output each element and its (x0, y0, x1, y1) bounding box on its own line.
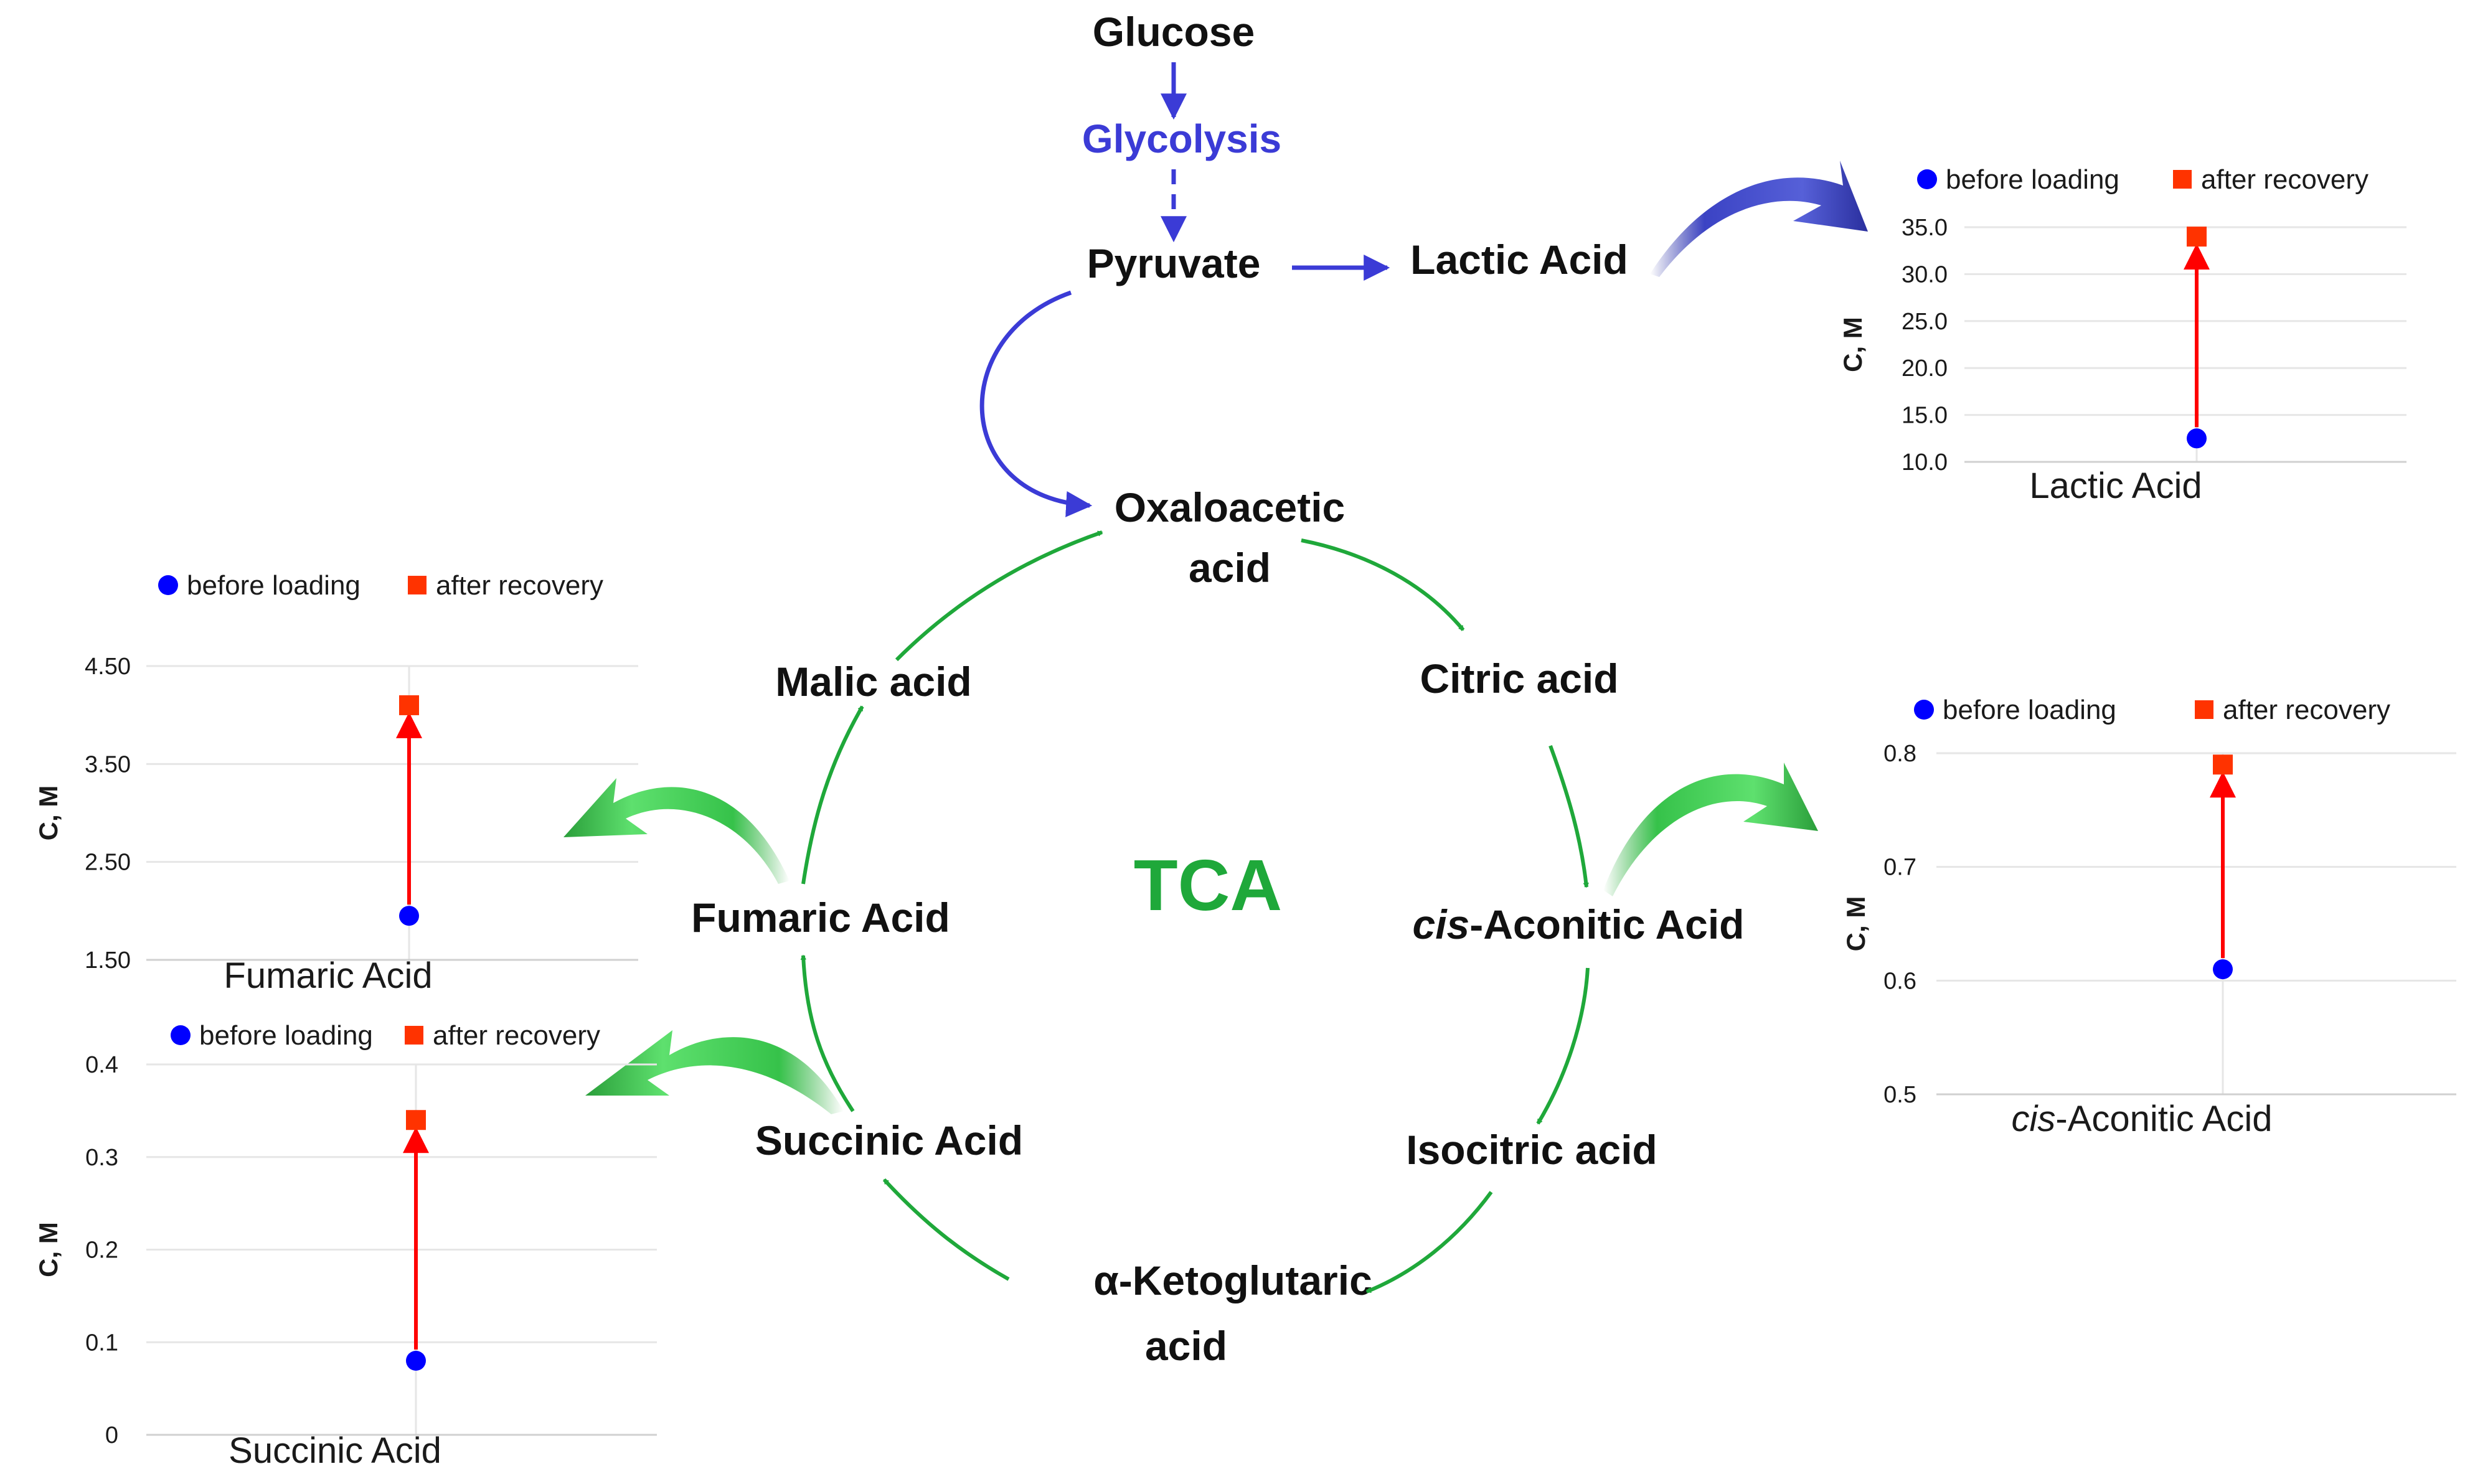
glucose-label: Glucose (1093, 9, 1255, 55)
lactic-chart-pointer-arrow (1650, 161, 1868, 277)
y-tick-label: 20.0 (1902, 355, 1948, 382)
fumaric-acid-label: Fumaric Acid (691, 895, 950, 941)
legend-before-marker (1914, 700, 1934, 720)
y-tick-label: 10.0 (1902, 449, 1948, 476)
before-loading-point (2213, 959, 2233, 980)
after-recovery-point (399, 695, 419, 715)
before-loading-point (406, 1351, 426, 1371)
legend-after-marker (2195, 700, 2213, 719)
before-loading-point (2187, 428, 2207, 449)
after-recovery-point (2213, 754, 2233, 775)
y-tick-label: 0.6 (1883, 968, 1916, 994)
y-axis-label: C, M (34, 1222, 63, 1277)
y-tick-label: 35.0 (1902, 215, 1948, 241)
legend-before-label: before loading (1946, 164, 2119, 195)
y-tick-label: 0.3 (85, 1145, 118, 1171)
legend-before-label: before loading (1943, 695, 2116, 725)
y-tick-label: 2.50 (85, 850, 131, 876)
y-tick-label: 4.50 (85, 654, 131, 680)
y-tick-label: 0.1 (85, 1330, 118, 1356)
y-tick-label: 30.0 (1902, 261, 1948, 288)
legend-after-label: after recovery (433, 1020, 600, 1051)
ketoglutaric-label-line1: α-Ketoglutaric (1093, 1257, 1372, 1303)
cis-aconitic-chart-pointer-arrow (1603, 763, 1818, 896)
legend-before-marker (171, 1025, 191, 1045)
y-tick-label: 15.0 (1902, 403, 1948, 429)
succinic-to-fumaric-arrow (800, 954, 855, 1112)
y-axis-label: C, M (1838, 317, 1867, 372)
legend-after-label: after recovery (2223, 695, 2390, 725)
legend-after-label: after recovery (2201, 164, 2369, 195)
oxaloacetic-to-citric-arrow (1301, 538, 1465, 631)
x-axis-label: Lactic Acid (2029, 466, 2202, 506)
after-recovery-point (2187, 227, 2207, 247)
x-axis-label-prefix: cis (2011, 1099, 2055, 1139)
legend-before-marker (1917, 169, 1937, 189)
legend-before-label: before loading (187, 570, 361, 601)
oxaloacetic-label-line2: acid (1189, 545, 1271, 591)
legend-after-label: after recovery (436, 570, 603, 601)
succinic-chart-pointer-arrow (585, 1030, 844, 1114)
fumaric-chart-pointer-arrow (563, 778, 790, 884)
x-axis-label: Succinic Acid (229, 1430, 441, 1471)
tca-label: TCA (1134, 845, 1282, 926)
cis-aconitic-label: cis-Aconitic Acid (1413, 901, 1745, 947)
legend-before-marker (158, 575, 178, 595)
y-axis-label: C, M (1841, 896, 1870, 952)
pyruvate-label: Pyruvate (1087, 240, 1261, 286)
legend-after-marker (405, 1026, 423, 1045)
oxaloacetic-label-line1: Oxaloacetic (1115, 484, 1346, 530)
malic-acid-label: Malic acid (775, 659, 971, 705)
legend-after-marker (408, 576, 427, 594)
cis-aconitic-to-isocitric-arrow (1536, 967, 1590, 1125)
lactic-acid-label: Lactic Acid (1410, 237, 1628, 283)
succinic-acid-label: Succinic Acid (755, 1117, 1023, 1163)
isocitric-acid-label: Isocitric acid (1406, 1127, 1657, 1173)
y-tick-label: 3.50 (85, 751, 131, 777)
succinic-acid-chart: 0 0.1 0.2 0.3 0.4 C, M Succinic Acid before loa… (34, 1020, 657, 1471)
y-tick-label: 0 (105, 1422, 118, 1449)
y-tick-label: 0.5 (1883, 1082, 1916, 1108)
fumaric-acid-chart: 1.50 2.50 3.50 4.50 C, M Fumaric Acid before l… (34, 570, 638, 996)
legend-before-label: before loading (199, 1020, 373, 1051)
fumaric-to-malic-arrow (801, 705, 864, 885)
ketoglutaric-label-line2: acid (1145, 1323, 1227, 1369)
x-axis-label: cis-Aconitic Acid (2011, 1099, 2272, 1139)
y-tick-label: 0.7 (1883, 855, 1916, 881)
malic-to-oxaloacetic-arrow (895, 530, 1103, 662)
lactic-acid-chart: 10.0 15.0 20.0 25.0 30.0 35.0 C, M Lactic Acid b… (1838, 164, 2406, 506)
before-loading-point (399, 906, 419, 926)
citric-acid-label: Citric acid (1420, 655, 1618, 702)
y-axis-label: C, M (34, 786, 63, 841)
isocitric-to-ketoglutaric-arrow (1365, 1191, 1493, 1294)
after-recovery-point (406, 1110, 426, 1130)
citric-to-cis-aconitic-arrow (1548, 744, 1589, 888)
x-axis-label-rest: -Aconitic Acid (2055, 1099, 2272, 1139)
glycolysis-label: Glycolysis (1082, 116, 1281, 161)
x-axis-label: Fumaric Acid (224, 956, 432, 996)
pyruvate-to-oxaloacetic-arrow (979, 290, 1093, 517)
y-tick-label: 1.50 (85, 947, 131, 974)
y-tick-label: 0.8 (1883, 741, 1916, 767)
cis-aconitic-acid-chart: 0.5 0.6 0.7 0.8 C, M cis-Aconitic Acid before … (1841, 695, 2456, 1139)
ketoglutaric-to-succinic-arrow (882, 1178, 1010, 1281)
y-tick-label: 0.2 (85, 1237, 118, 1264)
legend-after-marker (2173, 170, 2192, 189)
y-tick-label: 0.4 (85, 1052, 118, 1078)
y-tick-label: 25.0 (1902, 309, 1948, 335)
